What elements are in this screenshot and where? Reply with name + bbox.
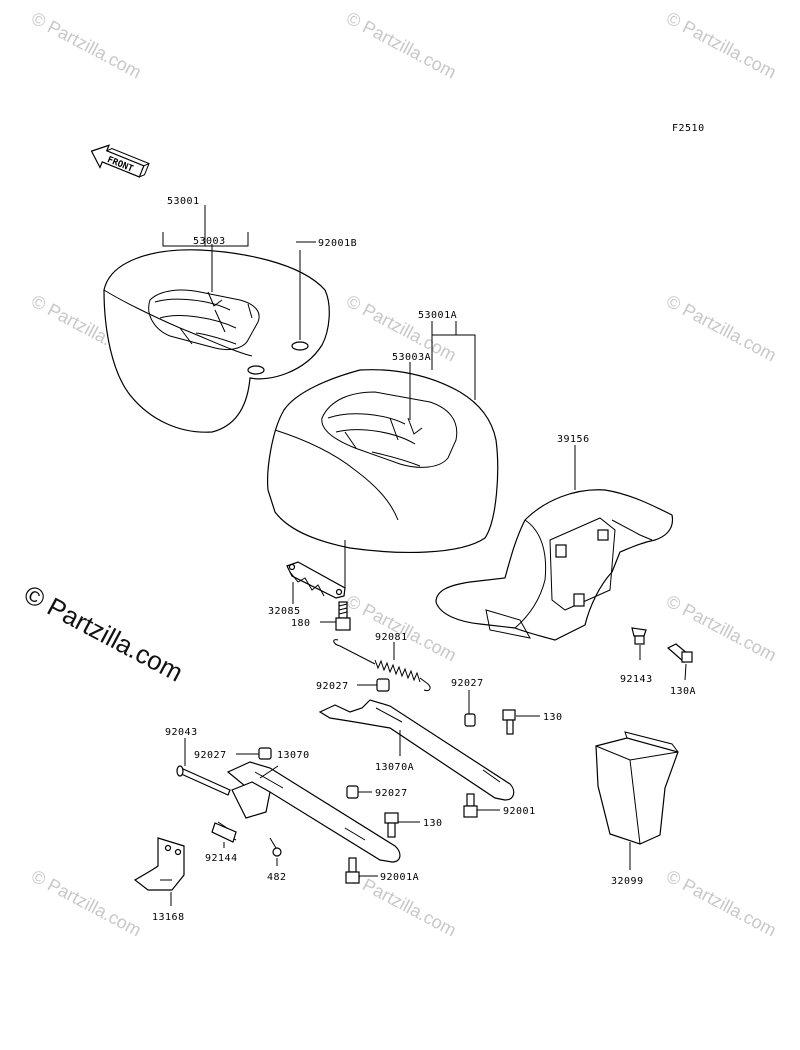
label-53001A: 53001A — [418, 310, 457, 321]
bracket-32085 — [286, 561, 346, 599]
label-92143: 92143 — [620, 674, 653, 685]
collar-92027-b — [464, 713, 476, 727]
label-92001B: 92001B — [318, 238, 357, 249]
label-53003A: 53003A — [392, 352, 431, 363]
watermark: © Partzilla.com — [343, 8, 459, 83]
label-92001: 92001 — [503, 806, 536, 817]
label-13168: 13168 — [152, 912, 185, 923]
clip-482 — [269, 837, 282, 857]
bar-13070 — [226, 761, 401, 863]
collar-92027-a — [376, 678, 390, 692]
bolt-92001 — [463, 793, 478, 818]
diagram-code: F2510 — [672, 123, 705, 134]
bolt-180 — [335, 601, 351, 631]
label-180: 180 — [291, 618, 311, 629]
bolt-130A — [666, 643, 693, 663]
leader-lines — [162, 205, 687, 906]
label-13070: 13070 — [277, 750, 310, 761]
label-92081: 92081 — [375, 632, 408, 643]
front-arrow: FRONT — [90, 144, 150, 178]
label-92001A: 92001A — [380, 872, 419, 883]
label-482: 482 — [267, 872, 287, 883]
watermark: © Partzilla.com — [663, 291, 779, 366]
label-53001: 53001 — [167, 196, 200, 207]
label-32099: 32099 — [611, 876, 644, 887]
label-39156: 39156 — [557, 434, 590, 445]
label-92043: 92043 — [165, 727, 198, 738]
spring-92081 — [333, 639, 431, 691]
bolt-130-upper — [502, 709, 516, 735]
label-92027: 92027 — [375, 788, 408, 799]
bolt-130-lower — [384, 812, 399, 838]
label-130: 130 — [423, 818, 443, 829]
label-92027: 92027 — [316, 681, 349, 692]
label-32085: 32085 — [268, 606, 301, 617]
bar-13070A — [318, 699, 515, 801]
bolt-92143 — [631, 627, 647, 645]
label-53003: 53003 — [193, 236, 226, 247]
watermark: © Partzilla.com — [663, 866, 779, 941]
seat-53001A — [267, 369, 499, 553]
watermark: © Partzilla.com — [28, 866, 144, 941]
spring-92144 — [211, 821, 237, 843]
watermark-main: © Partzilla.com — [19, 579, 188, 688]
pin-92043 — [176, 765, 231, 796]
label-130A: 130A — [670, 686, 696, 697]
label-92027: 92027 — [451, 678, 484, 689]
collar-92027-c — [258, 747, 272, 760]
box-32099 — [595, 731, 679, 845]
seat-53001 — [103, 249, 330, 433]
part-labels: 53001 53003 92001B 53001A 53003A 39156 3… — [152, 196, 696, 923]
watermark: © Partzilla.com — [663, 8, 779, 83]
bracket-13168 — [133, 837, 185, 891]
watermark: © Partzilla.com — [28, 8, 144, 83]
label-130: 130 — [543, 712, 563, 723]
bolt-92001A — [345, 857, 360, 884]
collar-92027-d — [346, 785, 359, 799]
cover-39156 — [435, 489, 674, 641]
label-92144: 92144 — [205, 853, 238, 864]
label-13070A: 13070A — [375, 762, 414, 773]
label-92027: 92027 — [194, 750, 227, 761]
